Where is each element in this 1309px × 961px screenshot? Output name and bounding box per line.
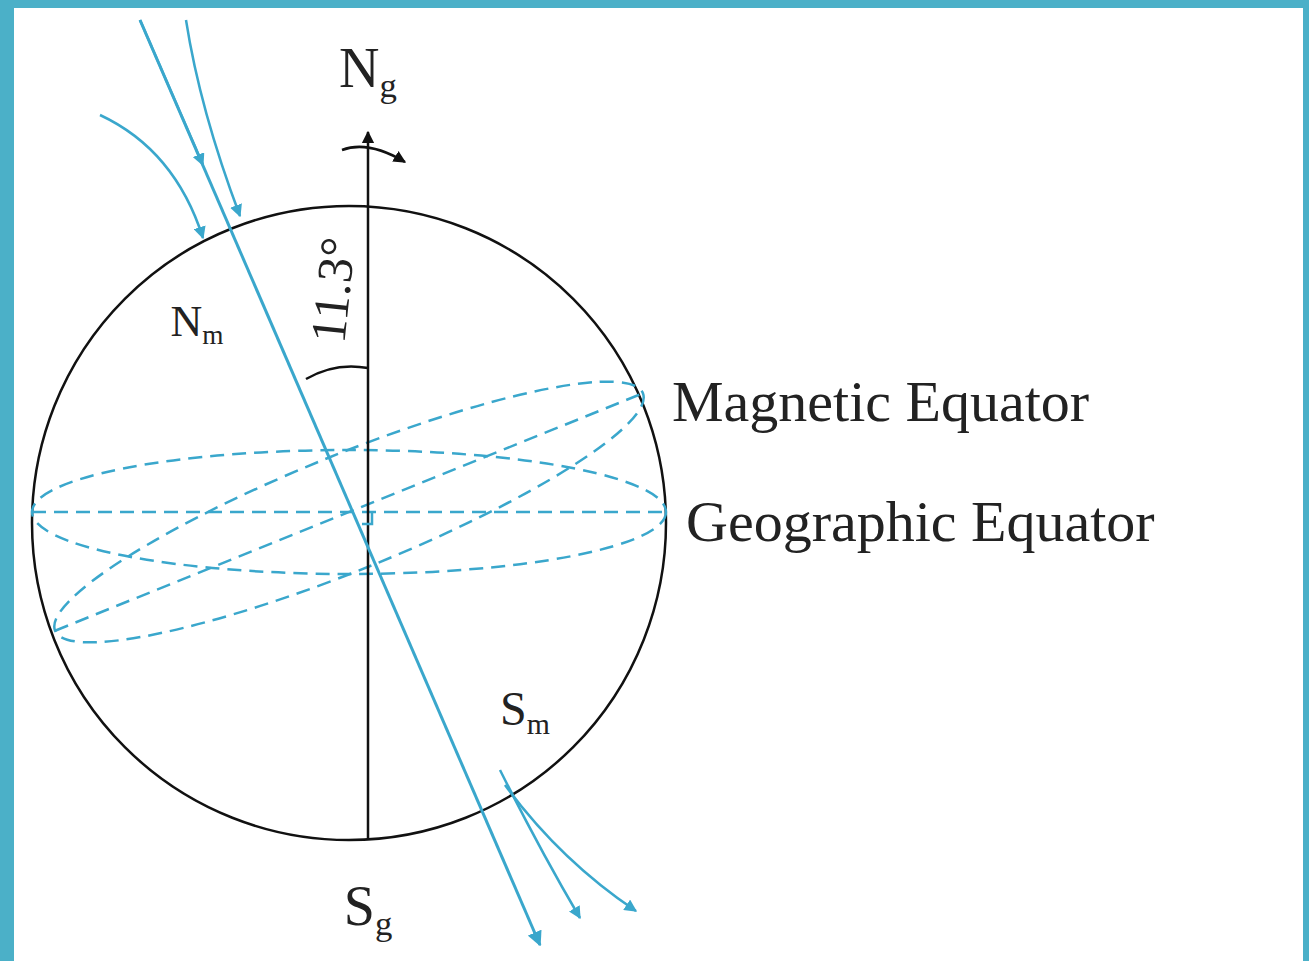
angle-label: 11.3° <box>303 235 364 345</box>
magnetic-axis <box>140 20 540 945</box>
frame-bar <box>1303 0 1309 961</box>
pole-label: Ng <box>339 40 397 104</box>
field-line <box>500 770 580 918</box>
pole-label: Sm <box>500 685 550 739</box>
magnetic-equator <box>33 339 664 684</box>
right-angle-mark <box>362 512 372 524</box>
geographic-axis <box>367 132 370 840</box>
angle-arc <box>306 366 368 379</box>
field-line <box>100 115 203 238</box>
frame-bar <box>0 0 1309 8</box>
field-line <box>505 785 636 911</box>
equator-label: Geographic Equator <box>686 493 1155 551</box>
rotation-arrow <box>342 147 405 162</box>
magnetic-equator-diameter <box>55 393 643 631</box>
pole-label: Sg <box>344 878 393 942</box>
frame-bar <box>0 0 14 961</box>
pole-label: Nm <box>171 300 224 349</box>
earth-outline <box>32 206 666 840</box>
field-line <box>186 20 240 216</box>
field-line <box>140 20 203 165</box>
equator-label: Magnetic Equator <box>672 373 1089 431</box>
